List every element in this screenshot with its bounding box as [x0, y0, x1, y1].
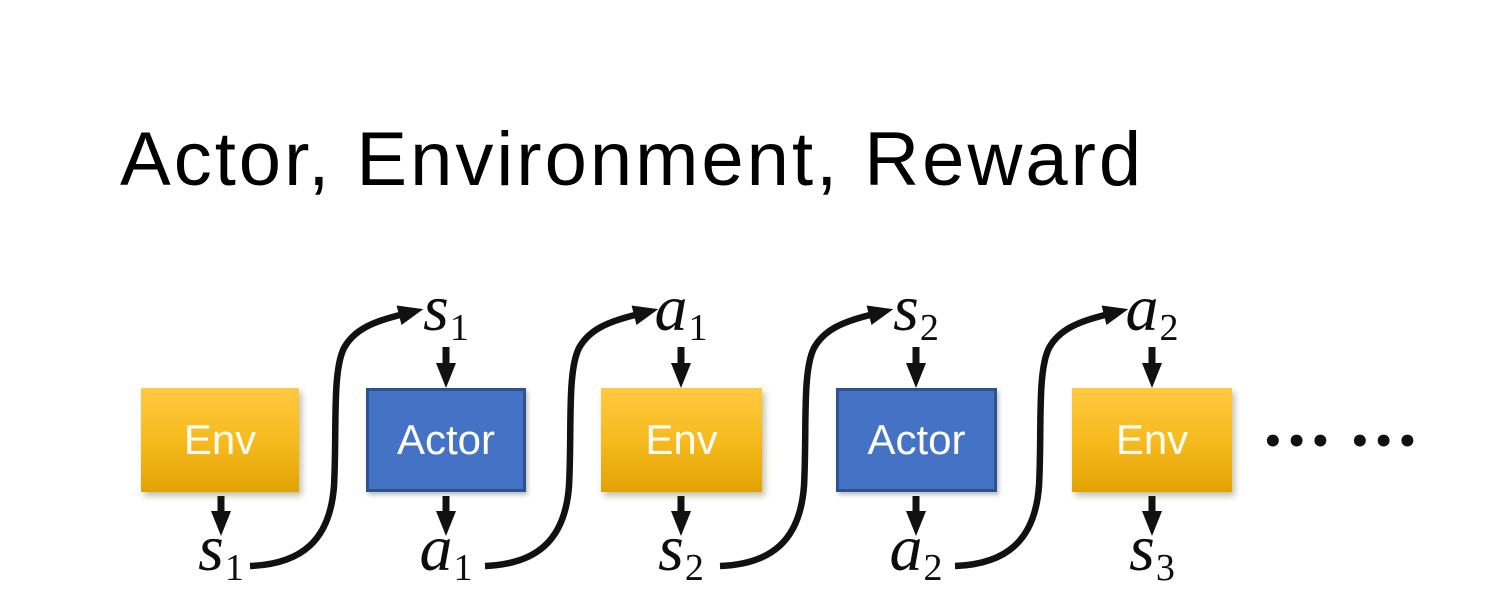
bottom-label-s1-var: s [198, 512, 224, 585]
bottom-label-s3-sub: 3 [1155, 547, 1175, 589]
top-label-s2-sub: 2 [919, 307, 939, 349]
curve-arrow-a2 [954, 305, 1129, 570]
env-box-3-label: Env [1115, 416, 1189, 463]
env-box-3: Env [1072, 388, 1232, 492]
bottom-label-s1-sub: 1 [224, 547, 244, 589]
top-label-s2-var: s [893, 272, 919, 345]
top-label-s1-var: s [423, 272, 449, 345]
curve-arrow-s1 [249, 305, 424, 570]
top-label-a2-var: a [1125, 272, 1159, 345]
top-label-a1-var: a [654, 272, 688, 345]
env-box-1-label: Env [183, 416, 257, 463]
bottom-label-s2-var: s [658, 512, 684, 585]
env-box-2: Env [601, 388, 762, 492]
curve-arrow-s2 [719, 305, 894, 570]
actor-box-2: Actor [836, 388, 997, 492]
actor-box-1: Actor [366, 388, 526, 492]
top-label-a2-sub: 2 [1159, 307, 1179, 349]
ellipsis-dots: ••• ••• [1262, 422, 1421, 462]
bottom-label-a2-sub: 2 [923, 547, 943, 589]
top-label-s1-sub: 1 [449, 307, 469, 349]
actor-box-1-label: Actor [396, 416, 496, 463]
top-label-a1-sub: 1 [688, 307, 708, 349]
slide-title: Actor, Environment, Reward [120, 117, 1145, 202]
bottom-label-a1-sub: 1 [453, 547, 473, 589]
bottom-label-a1-var: a [419, 512, 453, 585]
bottom-label-s2-sub: 2 [684, 547, 704, 589]
env-box-1: Env [141, 388, 299, 492]
bottom-label-s3-var: s [1129, 512, 1155, 585]
curve-arrow-a1 [484, 305, 659, 570]
bottom-label-a2-var: a [889, 512, 923, 585]
env-box-2-label: Env [645, 416, 718, 463]
actor-box-2-label: Actor [867, 416, 966, 463]
